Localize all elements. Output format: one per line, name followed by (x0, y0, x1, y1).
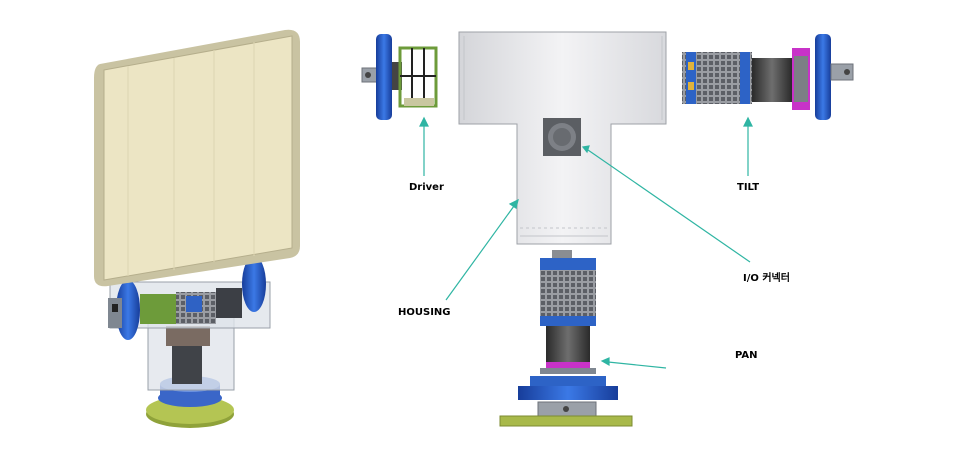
antenna-panel (94, 29, 300, 287)
tilt-label: TILT (737, 182, 760, 193)
housing-arrow (445, 198, 519, 301)
housing-label: HOUSING (398, 307, 451, 318)
pan-label: PAN (735, 350, 758, 361)
pan-arrow (600, 357, 667, 369)
driver-arrow (419, 116, 429, 176)
driver-assembly (361, 34, 438, 120)
pan-flange (518, 386, 618, 400)
io-connector-label: I/O 커넥터 (743, 273, 790, 284)
tilt-flange (815, 34, 831, 120)
iso-flange-right (242, 256, 266, 312)
t-housing (458, 31, 667, 245)
driver-label: Driver (409, 182, 444, 193)
io-connector-arrow (581, 145, 751, 263)
tilt-assembly (682, 34, 854, 120)
arrows (419, 116, 753, 369)
driver-flange (376, 34, 392, 120)
isometric-assembly (94, 29, 300, 428)
tilt-arrow (743, 116, 753, 176)
pan-base-plate (499, 415, 633, 427)
pan-assembly (499, 250, 633, 427)
